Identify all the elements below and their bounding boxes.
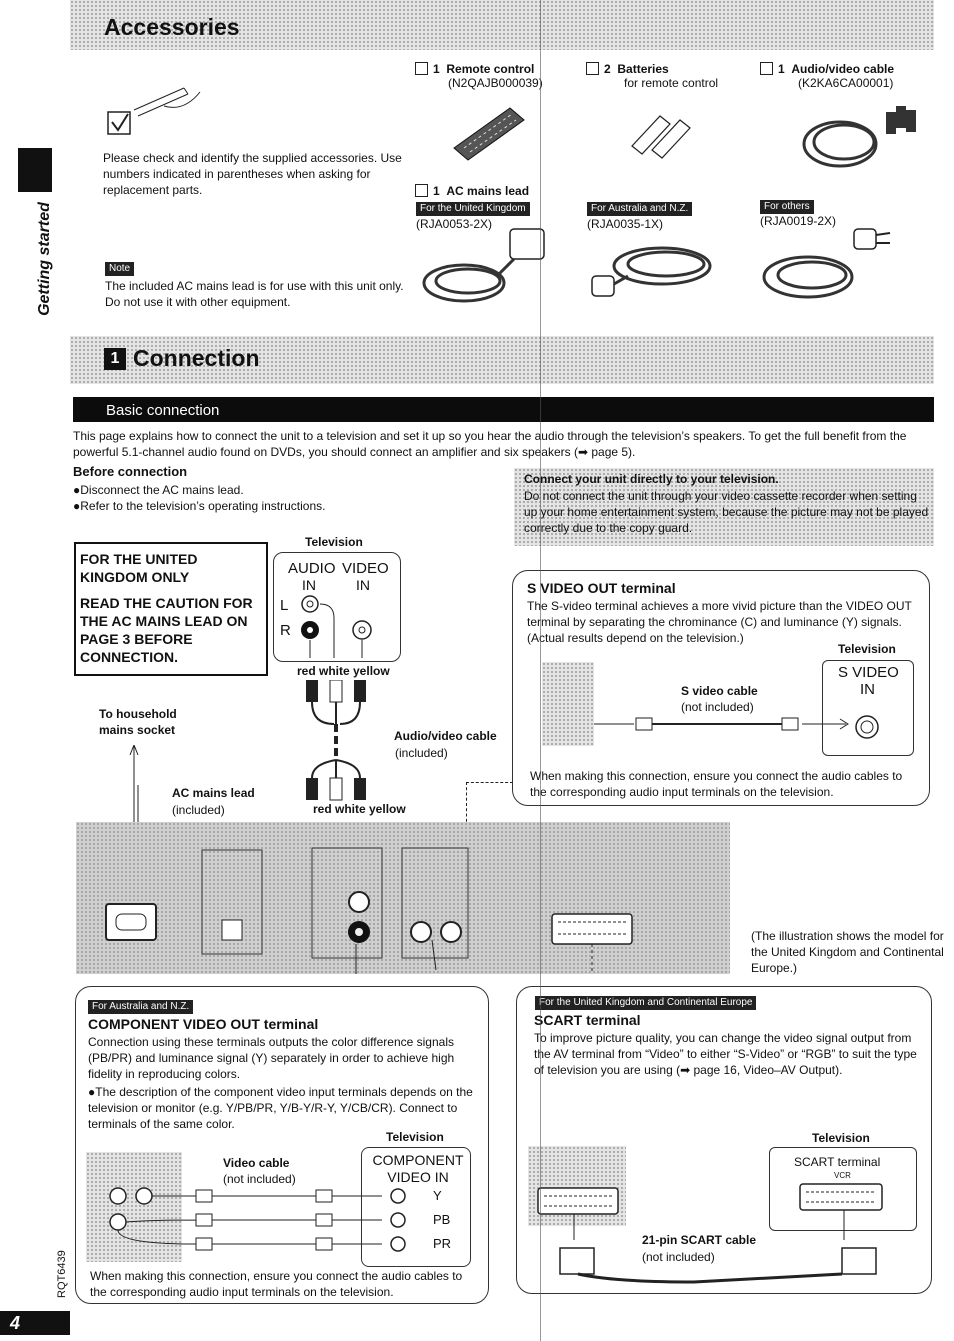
remote-control-icon <box>450 102 530 162</box>
lead-region-uk: For the United Kingdom <box>416 202 530 216</box>
before-item-2: ●Refer to the television’s operating ins… <box>73 498 326 514</box>
ac-lead-included: (included) <box>172 803 225 817</box>
ac-lead-au-icon <box>588 232 728 310</box>
component-pr-label: PR <box>433 1236 451 1251</box>
direct-connect-title: Connect your unit directly to your telev… <box>524 472 779 486</box>
side-tab-label: Getting started <box>36 194 54 324</box>
ac-lead-uk-icon <box>418 225 558 310</box>
component-title: COMPONENT VIDEO OUT terminal <box>88 1016 318 1032</box>
ac-lead-label: AC mains lead <box>172 786 255 800</box>
scart-cable-label: 21-pin SCART cable <box>642 1233 756 1247</box>
svideo-text: The S-video terminal achieves a more viv… <box>527 598 921 646</box>
svideo-port-label: S VIDEO <box>838 664 899 681</box>
component-tv-label: Television <box>386 1130 444 1144</box>
direct-connect-text: Do not connect the unit through your vid… <box>524 488 929 536</box>
scart-region: For the United Kingdom and Continental E… <box>535 996 756 1010</box>
note-tag: Note <box>105 262 134 276</box>
component-text-2: ●The description of the component video … <box>88 1084 476 1132</box>
illustration-note: (The illustration shows the model for th… <box>751 928 946 976</box>
checkbox[interactable] <box>760 62 773 75</box>
av-cable-label: Audio/video cable <box>394 729 497 743</box>
svideo-note: When making this connection, ensure you … <box>530 768 920 800</box>
tv-video-label: VIDEO <box>342 560 389 577</box>
item-ac-lead: 1 AC mains lead <box>415 184 575 198</box>
tv-r-label: R <box>280 622 291 639</box>
item-remote: 1 Remote control (N2QAJB000039) <box>415 62 575 90</box>
component-y-label: Y <box>433 1188 442 1203</box>
av-cable-icon <box>800 98 920 174</box>
accessories-heading: Accessories <box>104 14 240 41</box>
lead-region-au: For Australia and N.Z. <box>587 202 692 216</box>
component-cables-icon <box>100 1180 420 1260</box>
checkbox[interactable] <box>415 184 428 197</box>
tv-label-main: Television <box>305 535 363 549</box>
accessories-intro: Please check and identify the supplied a… <box>103 150 403 198</box>
scart-vcr-label: VCR <box>834 1171 851 1180</box>
dashed-connector <box>466 782 513 827</box>
uk-caution-text: READ THE CAUTION FOR THE AC MAINS LEAD O… <box>76 586 266 666</box>
svideo-title: S VIDEO OUT terminal <box>527 580 676 596</box>
lead-code-au: (RJA0035-1X) <box>587 217 663 231</box>
component-region: For Australia and N.Z. <box>88 1000 193 1014</box>
svideo-unit-panel <box>542 662 594 746</box>
av-cable-included: (included) <box>395 746 448 760</box>
component-note: When making this connection, ensure you … <box>90 1268 475 1300</box>
colors-top-label: red white yellow <box>297 664 390 678</box>
component-pb-label: PB <box>433 1212 450 1227</box>
connection-number: 1 <box>104 348 126 370</box>
svideo-cable-icon <box>594 712 854 736</box>
scart-tv-label: Television <box>812 1131 870 1145</box>
component-text-1: Connection using these terminals outputs… <box>88 1034 483 1082</box>
unit-rear-details <box>76 822 730 974</box>
colors-bottom-label: red white yellow <box>313 802 406 816</box>
uk-only-text: FOR THE UNITED KINGDOM ONLY <box>76 544 266 586</box>
checkbox[interactable] <box>586 62 599 75</box>
svideo-in-label: IN <box>860 681 875 698</box>
scart-cable-not-included: (not included) <box>642 1250 715 1264</box>
household-socket-label: To household mains socket <box>99 706 199 738</box>
tv-l-label: L <box>280 597 288 614</box>
scart-port-label: SCART terminal <box>794 1155 880 1169</box>
svideo-tv-label: Television <box>838 642 896 656</box>
before-connection-title: Before connection <box>73 464 187 479</box>
footer-code: RQT6439 <box>56 1238 68 1298</box>
checkbox[interactable] <box>415 62 428 75</box>
uk-caution-box: FOR THE UNITED KINGDOM ONLY READ THE CAU… <box>74 542 268 676</box>
before-item-1: ●Disconnect the AC mains lead. <box>73 482 244 498</box>
svideo-cable-label: S video cable <box>681 684 758 698</box>
tv-jacks-icon <box>294 588 384 658</box>
page-number: 4 <box>0 1311 70 1335</box>
item-batteries: 2 Batteries for remote control <box>586 62 746 90</box>
scart-text: To improve picture quality, you can chan… <box>534 1030 926 1078</box>
svideo-jack-icon <box>852 712 882 742</box>
scart-title: SCART terminal <box>534 1012 641 1028</box>
component-cable-label: Video cable <box>223 1156 289 1170</box>
lead-region-others: For others <box>760 200 814 214</box>
connection-heading: Connection <box>133 345 260 372</box>
tv-audio-label: AUDIO <box>288 560 336 577</box>
item-av-cable: 1 Audio/video cable (K2KA6CA00001) <box>760 62 950 90</box>
note-text: The included AC mains lead is for use wi… <box>105 278 410 310</box>
connection-intro: This page explains how to connect the un… <box>73 428 938 460</box>
basic-connection-heading: Basic connection <box>106 402 219 419</box>
side-tab-marker <box>18 148 52 192</box>
ac-lead-others-icon <box>758 225 898 310</box>
center-divider <box>540 0 541 1341</box>
batteries-icon <box>624 106 704 162</box>
pen-check-icon <box>104 82 214 142</box>
av-cable-plugs-icon <box>300 680 390 810</box>
